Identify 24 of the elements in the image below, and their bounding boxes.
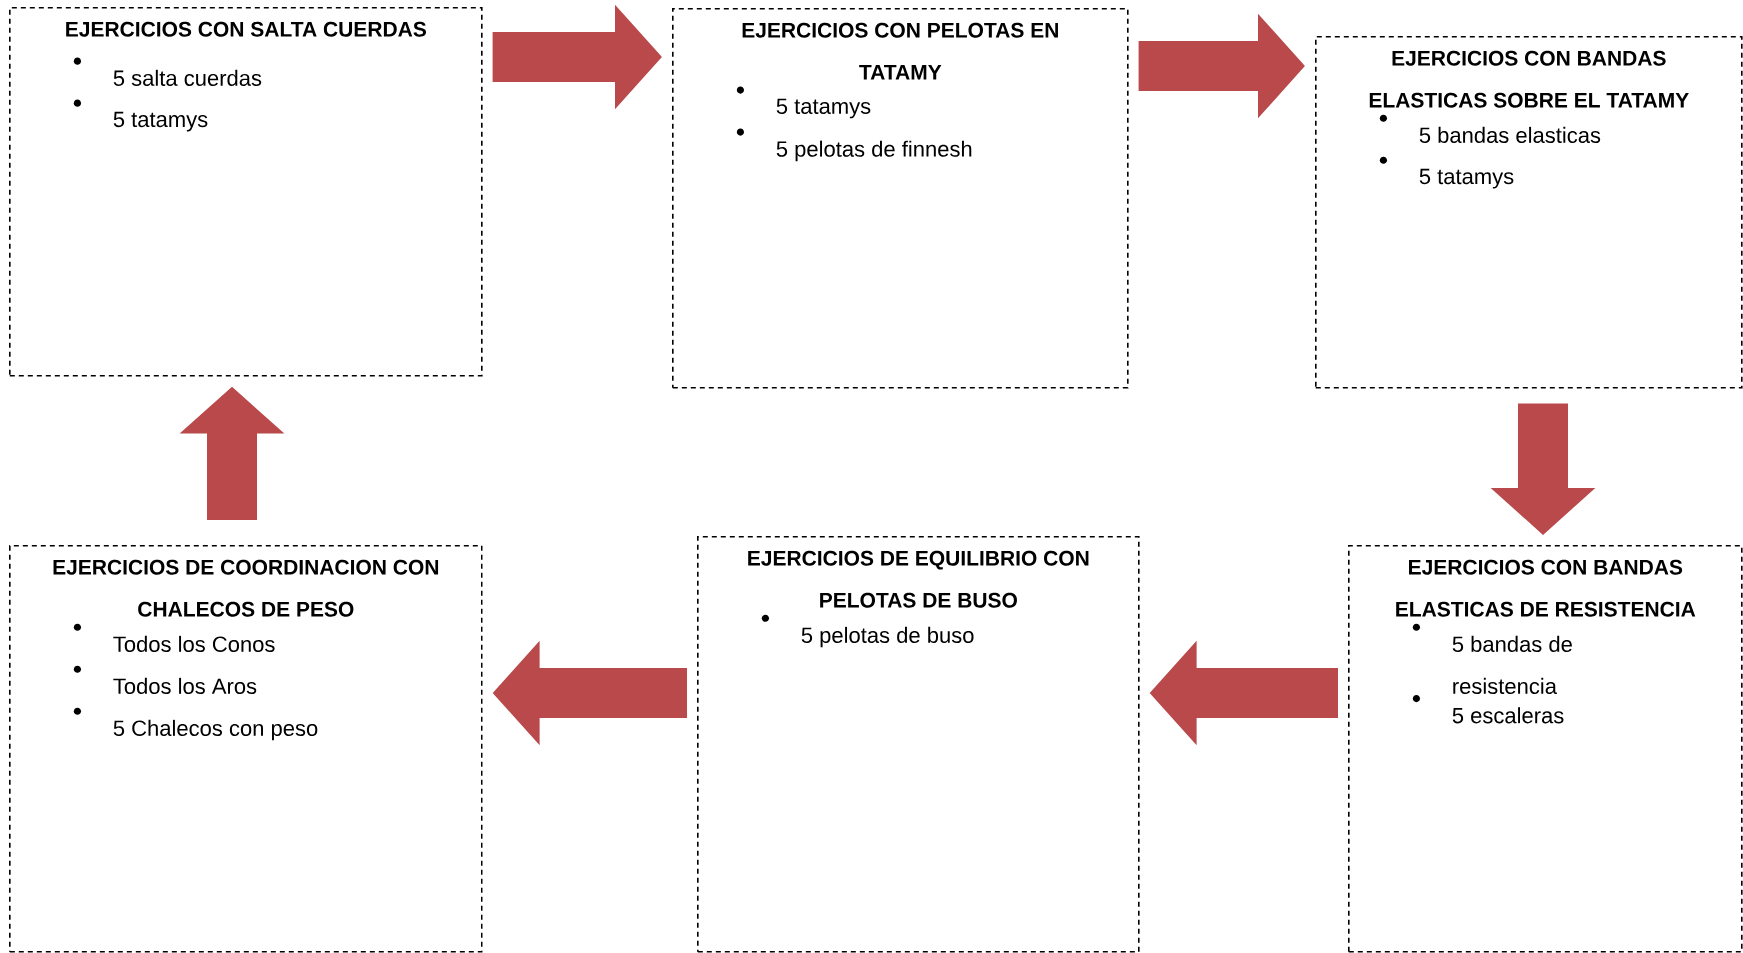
list-item: 5 salta cuerdas [73, 57, 262, 86]
box-heading: EJERCICIOS DE EQUILIBRIO CON PELOTAS DE BUSO [748, 550, 1089, 608]
box-heading: EJERCICIOS DE COORDINACION CON CHALECOS DE PESO [53, 559, 439, 617]
list-item: Todos los Conos [73, 623, 275, 653]
exercise-box [9, 7, 483, 377]
box-heading: EJERCICIOS CON BANDAS ELASTICAS DE RESISTENCIA [1396, 559, 1696, 617]
exercise-box [1315, 36, 1743, 389]
exercise-box [697, 536, 1140, 953]
list-item: Todos los Aros [73, 665, 257, 694]
list-item: 5 escaleras [1412, 695, 1564, 724]
list-item: 5 tatamys [73, 99, 208, 132]
list-item: 5 tatamys [1379, 156, 1514, 189]
list-item: 5 pelotas de buso [761, 614, 974, 648]
exercise-box [9, 545, 483, 953]
list-item: 5 bandas elasticas [1379, 114, 1601, 144]
list-item: 5 tatamys [736, 86, 871, 119]
box-heading: EJERCICIOS CON PELOTAS EN TATAMY [742, 22, 1058, 80]
list-item: 5 Chalecos con peso [73, 707, 318, 741]
exercise-box [672, 8, 1129, 389]
list-item: 5 bandas de resistencia [1412, 623, 1572, 694]
exercise-box [1348, 545, 1743, 953]
box-heading: EJERCICIOS CON BANDAS ELASTICAS SOBRE EL TATAMY [1369, 50, 1689, 108]
list-item: 5 pelotas de finnesh [736, 128, 972, 162]
box-heading: EJERCICIOS CON SALTA CUERDAS [66, 21, 426, 37]
